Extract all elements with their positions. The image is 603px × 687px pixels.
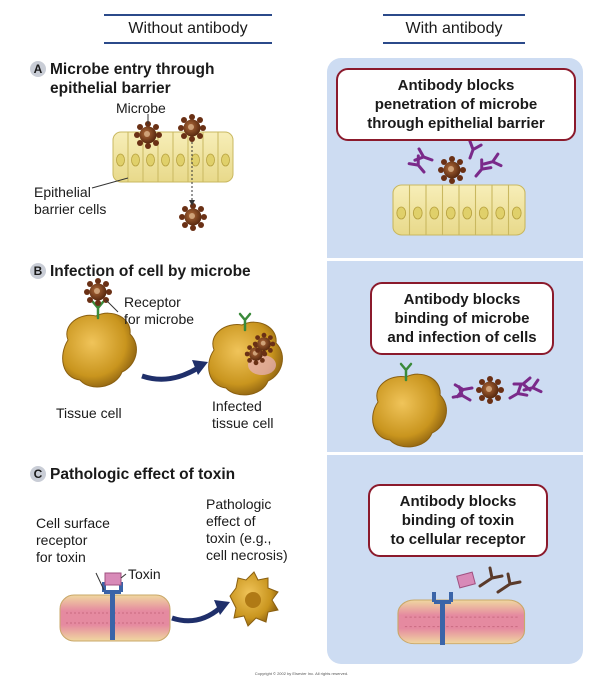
toxin-icon [456,571,476,589]
section-letter-badge: B [30,263,46,279]
microbe-icon [252,332,276,356]
tissue-cell-icon [208,321,283,396]
receptor-icon [238,312,252,332]
receptor-icon [91,300,105,320]
microbe-icon [178,114,206,142]
callout-c: Antibody blocks binding of toxin to cell… [368,484,548,557]
tissue-cell-icon [229,571,279,627]
microbe-icon [438,156,466,184]
pathologic-effect-label: Pathologic effect of toxin (e.g., cell n… [206,496,288,563]
epithelial-barrier-icon [112,131,234,183]
toxin-icon [104,572,122,586]
receptor-label: Receptor for microbe [124,294,195,327]
microbe-icon [179,203,207,231]
microbe-icon [134,121,162,149]
callout-b: Antibody blocks binding of microbe and i… [370,282,554,355]
cell-membrane-icon [397,599,526,645]
epithelial-barrier-icon [392,184,526,236]
microbe-label: Microbe [116,100,166,116]
arrow-icon [171,600,230,624]
section-letter-badge: C [30,466,46,482]
toxin-label: Toxin [128,566,161,582]
section-letter-badge: A [30,61,46,77]
section-divider-bc [20,452,583,455]
section-divider-ab [20,258,583,261]
arrow-icon [141,360,208,382]
infected-cell-label: Infected tissue cell [212,398,274,431]
header-with-antibody: With antibody [383,14,525,44]
receptor-icon [399,362,413,382]
copyright-notice: Copyright © 2002 by Elsevier Inc. All ri… [254,671,349,676]
microbe-icon [476,376,504,404]
epithelial-label: Epithelial barrier cells [34,184,107,217]
tissue-cell-label: Tissue cell [56,405,122,421]
header-without-antibody: Without antibody [104,14,272,44]
cell-surface-receptor-label: Cell surface receptor for toxin [36,515,110,565]
callout-a: Antibody blocks penetration of microbe t… [336,68,576,141]
tissue-cell-icon [372,373,447,448]
receptor-icon [432,592,453,645]
tissue-cell-icon [62,312,137,388]
antibody-icon [478,566,522,594]
